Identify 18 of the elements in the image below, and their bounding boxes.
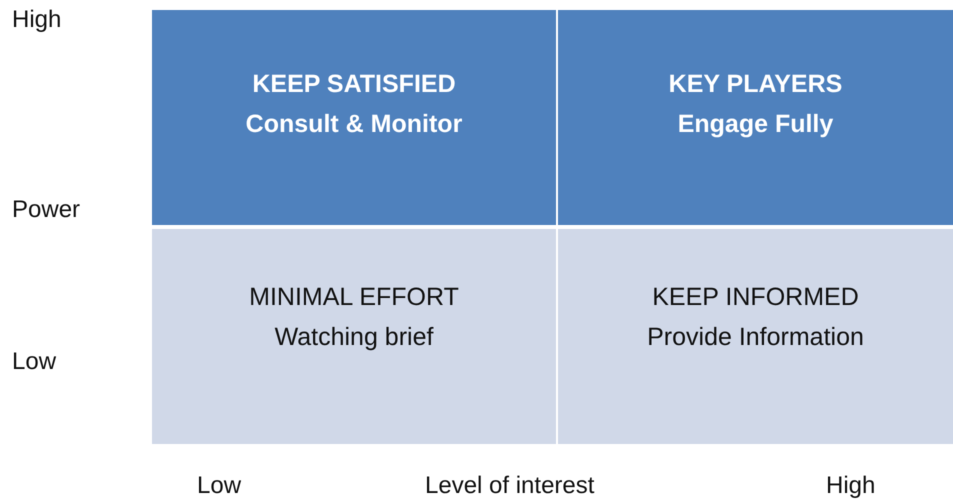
axis-title: Level of interest <box>425 472 594 500</box>
quadrant-box <box>152 10 556 225</box>
axis-title: Power <box>12 196 80 224</box>
quadrant-box <box>558 10 953 225</box>
quadrant-subtitle: Engage Fully <box>678 109 834 140</box>
quadrant-title: KEEP INFORMED <box>652 282 859 313</box>
axis-label: Low <box>12 348 56 376</box>
quadrant-title: KEY PLAYERS <box>668 69 842 100</box>
quadrant-box <box>558 229 953 444</box>
quadrant-subtitle: Provide Information <box>647 322 864 353</box>
quadrant-subtitle: Watching brief <box>274 322 434 353</box>
axis-label: Low <box>197 472 242 500</box>
axis-label: High <box>12 6 62 34</box>
quadrant-title: KEEP SATISFIED <box>252 69 456 100</box>
quadrant-title: MINIMAL EFFORT <box>249 282 459 313</box>
quadrant-box <box>152 229 556 444</box>
axis-label: High <box>826 472 876 500</box>
quadrant-subtitle: Consult & Monitor <box>246 109 462 140</box>
